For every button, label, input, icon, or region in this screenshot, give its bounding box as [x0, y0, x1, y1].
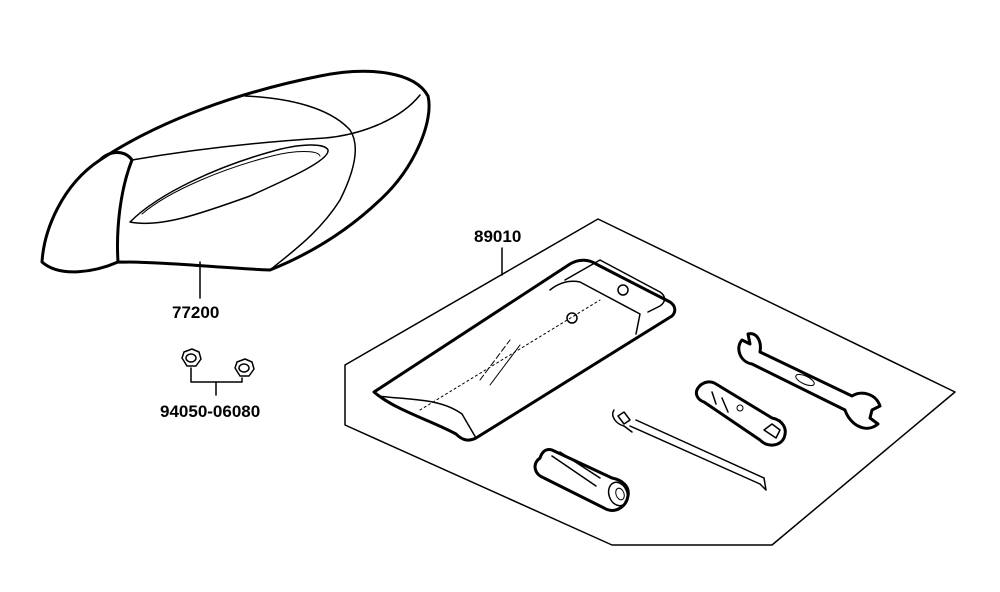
tool-kit-outline [344, 218, 956, 546]
bolt-part-number: 94050-06080 [160, 402, 260, 421]
screwdriver-bit [612, 409, 767, 491]
tool-kit-part-number: 89010 [474, 227, 521, 246]
seat-part-number: 77200 [172, 303, 219, 322]
tool-bag [372, 258, 677, 442]
bolt-bracket-line [190, 367, 243, 383]
seat-drawing [40, 69, 431, 274]
socket-wrench [694, 380, 787, 447]
wrench [737, 332, 882, 430]
bolt-right [234, 358, 255, 377]
bolt-left [181, 348, 202, 367]
screwdriver-handle [533, 448, 630, 512]
